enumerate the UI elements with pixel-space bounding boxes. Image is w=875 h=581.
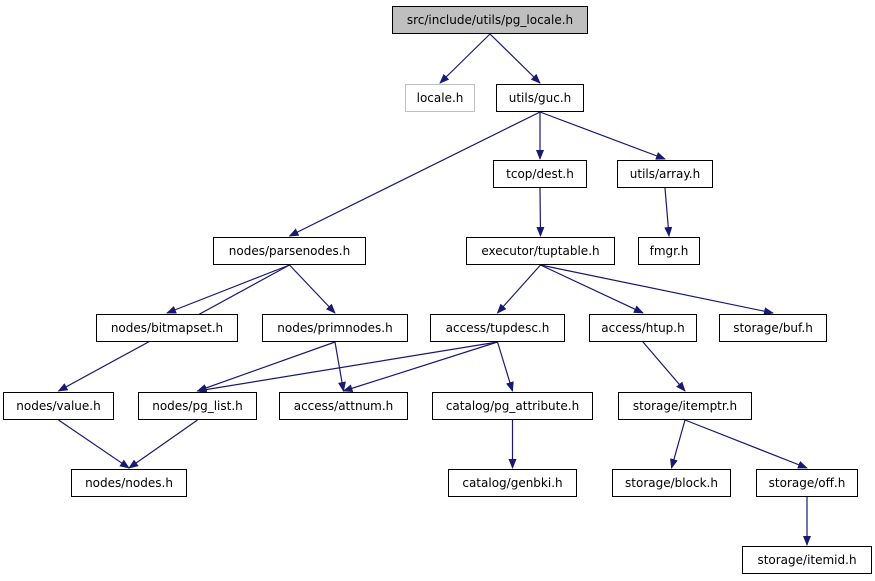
node-nodes-pg-list-h[interactable]: nodes/pg_list.h bbox=[138, 392, 257, 420]
node-access-tupdesc-h[interactable]: access/tupdesc.h bbox=[430, 314, 565, 342]
edge-n10-n15 bbox=[342, 341, 498, 393]
edge-n9-n15 bbox=[334, 341, 346, 392]
edge-n5-n9 bbox=[289, 264, 336, 314]
edge-n6-n10 bbox=[496, 264, 541, 314]
edge-n11-n17 bbox=[642, 341, 686, 392]
node-nodes-primnodes-h[interactable]: nodes/primnodes.h bbox=[262, 314, 408, 342]
edge-n10-n14 bbox=[196, 341, 498, 394]
node-nodes-value-h[interactable]: nodes/value.h bbox=[3, 392, 114, 420]
node-storage-itemid-h[interactable]: storage/itemid.h bbox=[742, 546, 872, 574]
edge-n3-n6 bbox=[536, 187, 545, 237]
edge-n0-n1 bbox=[439, 33, 491, 84]
edge-n14-n18 bbox=[128, 419, 198, 469]
node-src-include-utils-pg-locale-h[interactable]: src/include/utils/pg_locale.h bbox=[392, 6, 588, 34]
node-catalog-genbki-h[interactable]: catalog/genbki.h bbox=[448, 469, 577, 497]
node-storage-buf-h[interactable]: storage/buf.h bbox=[719, 314, 827, 342]
edge-n4-n7 bbox=[664, 187, 673, 237]
node-utils-guc-h[interactable]: utils/guc.h bbox=[496, 84, 584, 112]
node-tcop-dest-h[interactable]: tcop/dest.h bbox=[493, 160, 587, 188]
edge-n6-n11 bbox=[540, 264, 644, 314]
node-fmgr-h[interactable]: fmgr.h bbox=[638, 237, 700, 265]
node-storage-itemptr-h[interactable]: storage/itemptr.h bbox=[618, 392, 752, 420]
edge-n6-n12 bbox=[540, 264, 774, 316]
node-catalog-pg-attribute-h[interactable]: catalog/pg_attribute.h bbox=[432, 392, 593, 420]
node-nodes-parsenodes-h[interactable]: nodes/parsenodes.h bbox=[213, 237, 366, 265]
node-access-attnum-h[interactable]: access/attnum.h bbox=[279, 392, 408, 420]
node-executor-tuptable-h[interactable]: executor/tuptable.h bbox=[466, 237, 615, 265]
edge-n9-n14 bbox=[196, 341, 336, 392]
node-utils-array-h[interactable]: utils/array.h bbox=[617, 160, 713, 188]
edge-n13-n18 bbox=[58, 419, 130, 469]
node-access-htup-h[interactable]: access/htup.h bbox=[589, 314, 697, 342]
node-nodes-nodes-h[interactable]: nodes/nodes.h bbox=[71, 469, 187, 497]
node-locale-h[interactable]: locale.h bbox=[405, 84, 475, 112]
edge-n0-n2 bbox=[489, 33, 541, 84]
edge-n2-n4 bbox=[539, 111, 666, 160]
edge-n10-n16 bbox=[496, 341, 514, 392]
edge-n2-n5 bbox=[288, 111, 541, 237]
edge-n17-n21 bbox=[684, 419, 808, 469]
node-storage-off-h[interactable]: storage/off.h bbox=[756, 469, 858, 497]
node-nodes-bitmapset-h[interactable]: nodes/bitmapset.h bbox=[96, 314, 238, 342]
edge-n5-n8 bbox=[166, 264, 290, 314]
node-storage-block-h[interactable]: storage/block.h bbox=[612, 469, 731, 497]
edge-n17-n20 bbox=[670, 419, 686, 469]
